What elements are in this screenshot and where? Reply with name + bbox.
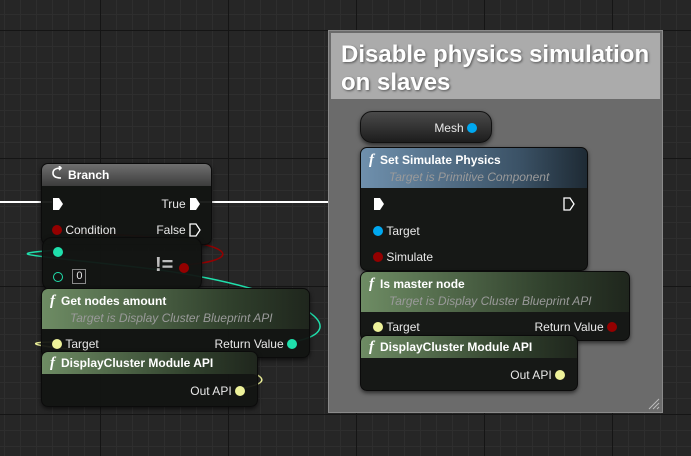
module-api-right-header[interactable]: f DisplayCluster Module API xyxy=(361,336,577,358)
get-nodes-amount-target-pin[interactable]: Target xyxy=(52,336,99,351)
function-icon: f xyxy=(369,152,374,168)
interface-pin-icon[interactable] xyxy=(373,321,383,332)
get-nodes-amount-return-label: Return Value xyxy=(214,336,284,351)
set-simulate-exec-out[interactable] xyxy=(563,196,575,211)
function-icon: f xyxy=(50,293,55,309)
get-nodes-amount-node[interactable]: f Get nodes amount Target is Display Clus… xyxy=(41,288,310,358)
get-nodes-amount-target-label: Target xyxy=(65,336,99,351)
branch-true-pin[interactable]: True xyxy=(161,196,201,211)
branch-exec-in[interactable] xyxy=(52,196,64,211)
set-simulate-physics-node[interactable]: f Set Simulate Physics Target is Primitiv… xyxy=(360,147,588,271)
comment-title[interactable]: Disable physics simulation on slaves xyxy=(331,33,660,99)
is-master-node-node[interactable]: f Is master node Target is Display Cluste… xyxy=(360,271,630,341)
get-nodes-amount-title: Get nodes amount xyxy=(61,294,167,308)
not-equal-value-field[interactable]: 0 xyxy=(72,269,87,285)
is-master-node-return-pin[interactable]: Return Value xyxy=(534,319,617,334)
branch-condition-pin[interactable]: Condition xyxy=(52,222,116,237)
is-master-node-header[interactable]: f Is master node Target is Display Cluste… xyxy=(361,272,629,312)
bool-pin-icon[interactable] xyxy=(373,251,383,262)
interface-pin-icon[interactable] xyxy=(52,338,62,349)
exec-pin-icon[interactable] xyxy=(189,197,201,211)
set-simulate-physics-subtitle: Target is Primitive Component xyxy=(389,170,550,184)
resize-grip-icon[interactable] xyxy=(646,396,660,410)
exec-pin-icon[interactable] xyxy=(563,197,575,211)
mesh-output-pin[interactable]: Mesh xyxy=(434,120,477,135)
is-master-node-target-label: Target xyxy=(386,319,420,334)
module-api-left-out-label: Out API xyxy=(190,383,232,398)
branch-node[interactable]: Branch True Condition False xyxy=(41,163,212,245)
function-icon: f xyxy=(50,355,55,371)
branch-node-header[interactable]: Branch xyxy=(42,164,211,186)
module-api-node-left[interactable]: f DisplayCluster Module API Out API xyxy=(41,351,258,407)
function-icon: f xyxy=(369,276,374,292)
interface-pin-icon[interactable] xyxy=(555,369,565,380)
module-api-left-title: DisplayCluster Module API xyxy=(61,356,214,370)
set-simulate-exec-in[interactable] xyxy=(373,196,385,211)
is-master-node-return-label: Return Value xyxy=(534,319,604,334)
bool-pin-icon[interactable] xyxy=(52,224,62,235)
mesh-label: Mesh xyxy=(434,120,464,135)
set-simulate-target-label: Target xyxy=(386,223,420,238)
module-api-left-out-pin[interactable]: Out API xyxy=(190,383,245,398)
is-master-node-target-pin[interactable]: Target xyxy=(373,319,420,334)
get-nodes-amount-return-pin[interactable]: Return Value xyxy=(214,336,297,351)
module-api-left-header[interactable]: f DisplayCluster Module API xyxy=(42,352,257,374)
set-simulate-physics-title: Set Simulate Physics xyxy=(380,153,501,167)
object-pin-icon[interactable] xyxy=(373,225,383,236)
interface-pin-icon[interactable] xyxy=(235,385,245,396)
not-equal-output[interactable] xyxy=(179,260,189,274)
exec-pin-icon[interactable] xyxy=(189,223,201,237)
set-simulate-simulate-pin[interactable]: Simulate xyxy=(373,249,433,264)
not-equal-input-b[interactable]: 0 xyxy=(53,269,87,285)
module-api-right-out-label: Out API xyxy=(510,367,552,382)
not-equal-node[interactable]: 0 != xyxy=(42,237,202,291)
set-simulate-target-pin[interactable]: Target xyxy=(373,223,420,238)
module-api-right-out-pin[interactable]: Out API xyxy=(510,367,565,382)
bool-pin-icon[interactable] xyxy=(179,262,189,273)
module-api-right-title: DisplayCluster Module API xyxy=(380,340,533,354)
not-equal-input-a[interactable] xyxy=(53,244,63,258)
not-equal-operator: != xyxy=(155,254,174,276)
bool-pin-icon[interactable] xyxy=(607,321,617,332)
object-pin-icon[interactable] xyxy=(467,122,477,133)
int-pin-icon[interactable] xyxy=(53,271,63,282)
int-pin-icon[interactable] xyxy=(287,338,297,349)
branch-true-label: True xyxy=(161,196,186,211)
branch-false-pin[interactable]: False xyxy=(156,222,201,237)
function-icon: f xyxy=(369,339,374,355)
set-simulate-physics-header[interactable]: f Set Simulate Physics Target is Primitiv… xyxy=(361,148,587,188)
is-master-node-title: Is master node xyxy=(380,277,465,291)
get-nodes-amount-header[interactable]: f Get nodes amount Target is Display Clus… xyxy=(42,289,309,329)
exec-pin-icon[interactable] xyxy=(373,197,385,211)
branch-condition-label: Condition xyxy=(65,222,117,237)
exec-pin-icon[interactable] xyxy=(52,197,64,211)
mesh-variable-node[interactable]: Mesh xyxy=(360,111,492,143)
is-master-node-subtitle: Target is Display Cluster Blueprint API xyxy=(389,294,592,308)
branch-icon xyxy=(50,165,64,187)
branch-title: Branch xyxy=(68,168,110,182)
int-pin-icon[interactable] xyxy=(53,246,63,257)
branch-false-label: False xyxy=(156,222,186,237)
get-nodes-amount-subtitle: Target is Display Cluster Blueprint API xyxy=(70,311,273,325)
module-api-node-right[interactable]: f DisplayCluster Module API Out API xyxy=(360,335,578,391)
set-simulate-simulate-label: Simulate xyxy=(386,249,434,264)
